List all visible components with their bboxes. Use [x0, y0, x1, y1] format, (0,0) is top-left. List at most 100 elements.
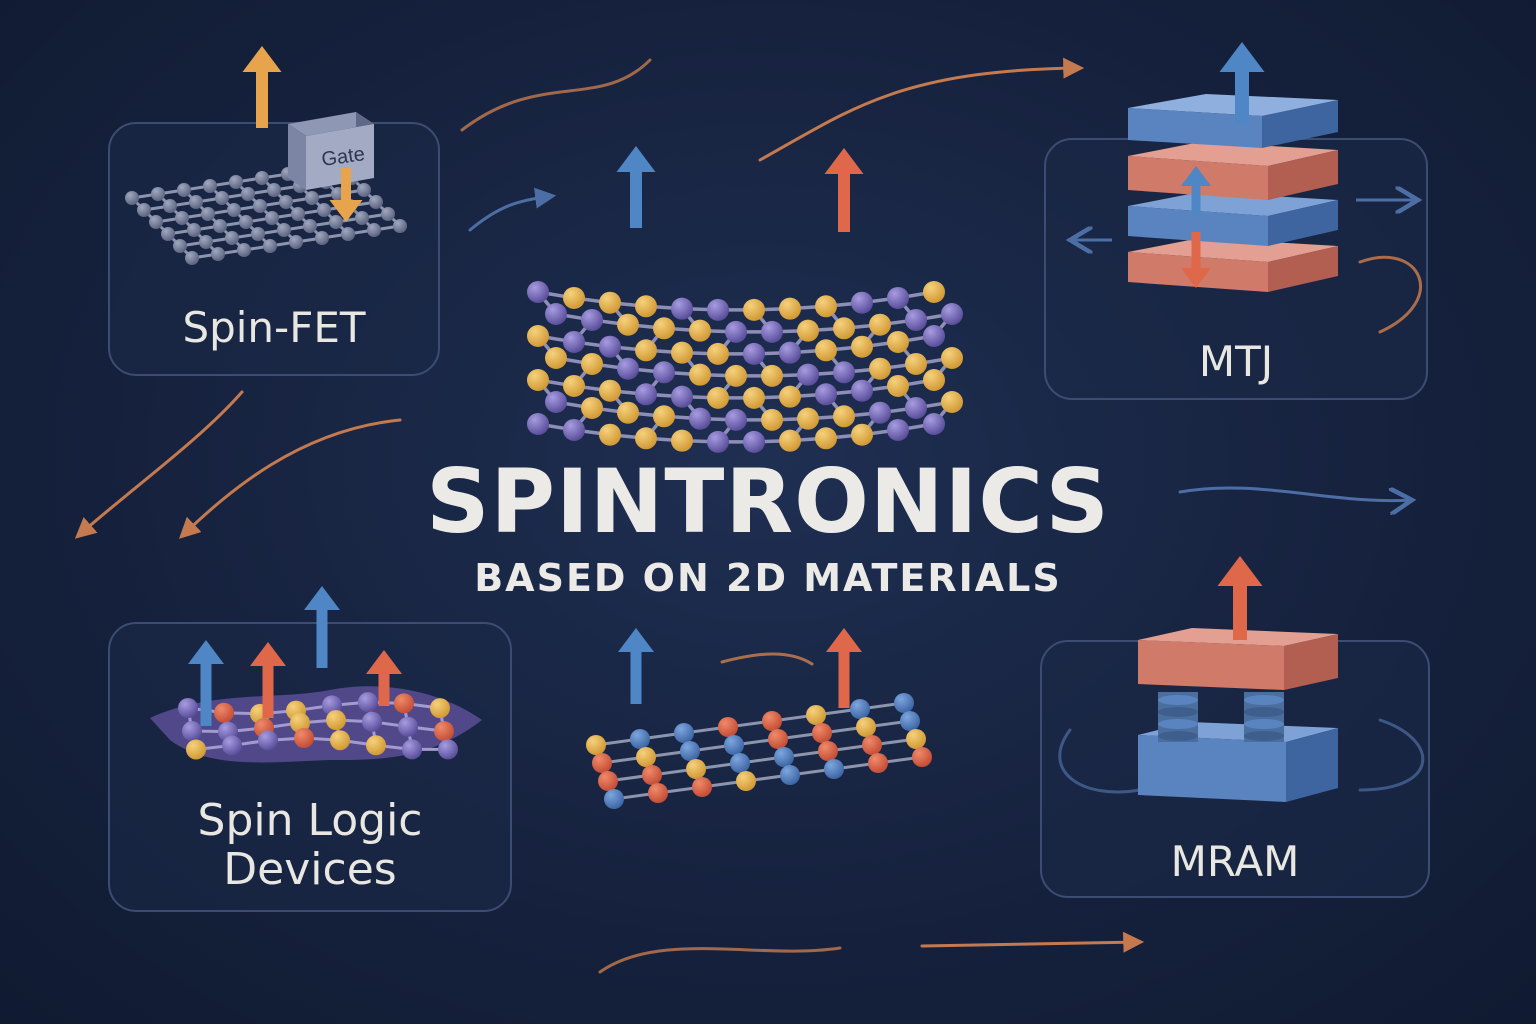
- atom: [211, 247, 225, 261]
- atom: [833, 317, 855, 340]
- atom: [599, 423, 621, 446]
- atom: [381, 207, 395, 221]
- atom: [617, 401, 639, 424]
- atom: [187, 223, 201, 237]
- atom: [434, 721, 454, 742]
- atom: [707, 342, 729, 365]
- atom: [797, 407, 819, 430]
- atom: [267, 183, 281, 197]
- atom: [358, 692, 378, 713]
- atom: [341, 227, 355, 241]
- atom: [329, 215, 343, 229]
- atom: [851, 379, 873, 402]
- atom: [175, 211, 189, 225]
- atom: [563, 330, 585, 353]
- flow-arrow: [1358, 718, 1425, 792]
- atom: [671, 385, 693, 408]
- atom: [599, 291, 621, 314]
- atom: [229, 175, 243, 189]
- atom: [393, 219, 407, 233]
- atom: [730, 753, 750, 773]
- mtj-stack: [1128, 94, 1338, 292]
- mtj-layer-blue: [1128, 192, 1338, 246]
- flow-arrows: [74, 57, 1425, 974]
- atom: [692, 777, 712, 797]
- spin-up-arrow-head: [1219, 42, 1265, 72]
- atom: [689, 363, 711, 386]
- spin-down-arrow-head: [329, 200, 363, 222]
- atom: [215, 191, 229, 205]
- spin-up-arrow-head: [250, 642, 286, 666]
- atom: [686, 759, 706, 779]
- atom: [718, 717, 738, 737]
- lower-2d-lattice: [586, 693, 932, 809]
- atom: [635, 295, 657, 318]
- spin-up-arrow-head: [1217, 556, 1263, 586]
- atom: [438, 739, 458, 760]
- central-2d-lattice: [527, 281, 963, 453]
- atom: [724, 735, 744, 755]
- flow-arrow: [1058, 728, 1142, 794]
- atom: [185, 251, 199, 265]
- atom: [762, 711, 782, 731]
- atom: [635, 427, 657, 450]
- atom: [887, 374, 909, 397]
- atom: [357, 183, 371, 197]
- mtj-layer-top: [1128, 94, 1338, 148]
- flow-arrow: [1178, 488, 1412, 501]
- atom: [289, 235, 303, 249]
- atom: [743, 342, 765, 365]
- atom: [851, 423, 873, 446]
- atom: [255, 171, 269, 185]
- mram-top-plate: [1138, 628, 1338, 690]
- flow-arrow: [598, 946, 842, 974]
- atom: [151, 187, 165, 201]
- atom: [527, 325, 549, 347]
- atom: [779, 385, 801, 408]
- flow-arrow: [178, 418, 402, 539]
- atom: [779, 341, 801, 364]
- page-title: SPINTRONICS: [426, 450, 1110, 553]
- atom: [630, 729, 650, 749]
- atom: [761, 408, 783, 431]
- atom: [636, 747, 656, 767]
- atom: [214, 702, 234, 723]
- atom: [689, 407, 711, 430]
- atom: [161, 227, 175, 241]
- atom: [599, 379, 621, 402]
- atom: [253, 199, 267, 213]
- flow-arrow: [720, 652, 814, 666]
- atom: [527, 281, 549, 303]
- atom: [355, 211, 369, 225]
- atom: [290, 712, 310, 733]
- atom: [725, 364, 747, 387]
- atom: [635, 339, 657, 362]
- atom: [178, 698, 198, 718]
- atom: [941, 391, 963, 413]
- atom: [761, 320, 783, 343]
- atom: [905, 396, 927, 419]
- atom: [149, 215, 163, 229]
- mtj-label: MTJ: [1198, 337, 1274, 386]
- atom: [653, 361, 675, 384]
- atom: [239, 215, 253, 229]
- atom: [241, 187, 255, 201]
- atom: [869, 357, 891, 380]
- atom: [527, 369, 549, 391]
- mram-pillar-right: [1244, 692, 1284, 742]
- atom: [237, 243, 251, 257]
- atom: [900, 711, 920, 731]
- atom: [671, 297, 693, 320]
- page-subtitle: BASED ON 2D MATERIALS: [474, 556, 1062, 600]
- atom: [581, 308, 603, 331]
- atom: [736, 771, 756, 791]
- atom: [263, 239, 277, 253]
- atom: [201, 207, 215, 221]
- mtj-layer-red: [1128, 142, 1338, 200]
- spin-arrows: [188, 42, 1418, 726]
- atom: [545, 303, 567, 325]
- atom: [369, 195, 383, 209]
- spin-up-arrow-head: [826, 628, 862, 652]
- atom: [213, 219, 227, 233]
